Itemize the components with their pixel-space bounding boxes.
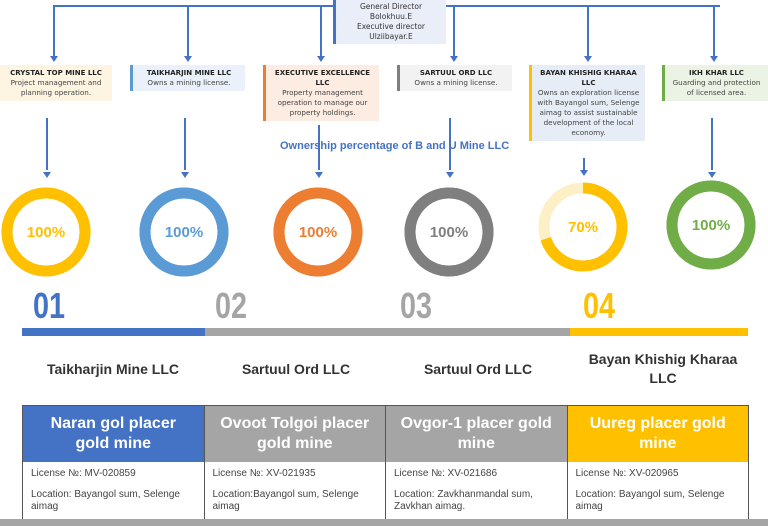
- connector-drop: [53, 5, 55, 57]
- connector-drop: [713, 5, 715, 57]
- step-number: 03: [400, 285, 433, 326]
- mine-column: Uureg placer gold mine License №: XV-020…: [567, 406, 748, 519]
- mine-title: Naran gol placer gold mine: [23, 406, 204, 462]
- arrow-down-icon: [584, 56, 592, 62]
- percent-label: 70%: [568, 219, 598, 236]
- subsidiary-description: Project management and planning operatio…: [10, 78, 102, 97]
- timeline-segment: [387, 328, 570, 336]
- mine-license: License №: XV-021935: [212, 468, 316, 479]
- director-name: Bolokhuu.E: [369, 12, 413, 21]
- arrow-down-icon: [50, 56, 58, 62]
- step-company: Sartuul Ord LLC: [423, 361, 533, 377]
- arrow-down-icon: [710, 56, 718, 62]
- step-number: 04: [583, 285, 616, 326]
- arrow-down-icon: [43, 172, 51, 178]
- subsidiary-box: IKH KHAR LLC Guarding and protection of …: [662, 65, 768, 101]
- timeline-segment: [570, 328, 748, 336]
- mine-license: License №: XV-021686: [394, 468, 498, 479]
- arrow-down-icon: [184, 56, 192, 62]
- mine-column: Naran gol placer gold mine License №: MV…: [23, 406, 205, 519]
- subsidiary-name: IKH KHAR LLC: [689, 69, 744, 77]
- mines-table: Naran gol placer gold mine License №: MV…: [22, 405, 749, 520]
- connector-line: [318, 125, 320, 170]
- director-box: General Director Bolokhuu.E Executive di…: [333, 0, 446, 44]
- director-title: General Director: [359, 2, 423, 11]
- subsidiary-name: TAIKHARJIN MINE LLC: [146, 69, 232, 77]
- subsidiary-name: CRYSTAL TOP MINE LLC: [10, 69, 102, 77]
- subsidiary-box: CRYSTAL TOP MINE LLC Project management …: [0, 65, 112, 101]
- ownership-title: Ownership percentage of B and U Mine LLC: [280, 140, 510, 152]
- step-company: Sartuul Ord LLC: [241, 361, 351, 377]
- percent-label: 100%: [165, 224, 203, 241]
- subsidiary-name: EXECUTIVE EXCELLENCE LLC: [274, 69, 371, 87]
- arrow-down-icon: [315, 172, 323, 178]
- mine-location: Location: Bayangol sum, Selenge aimag: [31, 489, 180, 512]
- percent-label: 100%: [27, 224, 65, 241]
- donut-fill: [538, 182, 628, 272]
- subsidiary-description: Owns a mining license.: [414, 78, 498, 87]
- percent-label: 100%: [692, 217, 730, 234]
- mine-location: Location: Zavkhanmandal sum, Zavkhan aim…: [394, 489, 533, 512]
- connector-line: [583, 158, 585, 170]
- connector-line: [184, 118, 186, 170]
- arrow-down-icon: [446, 172, 454, 178]
- connector-line: [449, 118, 451, 170]
- arrow-down-icon: [708, 172, 716, 178]
- subsidiary-box: TAIKHARJIN MINE LLC Owns a mining licens…: [130, 65, 245, 91]
- arrow-down-icon: [181, 172, 189, 178]
- subsidiary-name: SARTUUL ORD LLC: [419, 69, 493, 77]
- mine-title: Ovoot Tolgoi placer gold mine: [204, 406, 385, 462]
- step-company: Bayan Khishig Kharaa LLC: [588, 351, 738, 386]
- mine-title: Uureg placer gold mine: [567, 406, 748, 462]
- connector-line: [46, 118, 48, 170]
- connector-line: [711, 118, 713, 170]
- mine-column: Ovgor-1 placer gold mine License №: XV-0…: [386, 406, 568, 519]
- timeline-segment: [22, 328, 205, 336]
- mine-title: Ovgor-1 placer gold mine: [386, 406, 567, 462]
- connector-drop: [453, 5, 455, 57]
- donut-fill: [273, 187, 363, 277]
- percent-label: 100%: [430, 224, 468, 241]
- step-number: 01: [33, 285, 66, 326]
- arrow-down-icon: [317, 56, 325, 62]
- connector-drop: [187, 5, 189, 57]
- mine-column: Ovoot Tolgoi placer gold mine License №:…: [204, 406, 386, 519]
- subsidiary-box: SARTUUL ORD LLC Owns a mining license.: [397, 65, 512, 91]
- subsidiary-box: EXECUTIVE EXCELLENCE LLC Property manage…: [263, 65, 379, 121]
- bottom-bar: [0, 519, 768, 526]
- percent-label: 100%: [299, 224, 337, 241]
- step-company: Taikharjin Mine LLC: [47, 361, 179, 377]
- subsidiary-description: Owns an exploration license with Bayango…: [537, 88, 640, 137]
- executive-director-name: Ulziibayar.E: [369, 32, 413, 41]
- donut-fill: [1, 187, 91, 277]
- ownership-donuts: 100% 100% 100% 100% 70% 100%: [1, 180, 756, 277]
- arrow-down-icon: [450, 56, 458, 62]
- donut-fill: [139, 187, 229, 277]
- subsidiary-box: BAYAN KHISHIG KHARAA LLC Owns an explora…: [529, 65, 645, 141]
- mine-license: License №: MV-020859: [31, 468, 136, 479]
- arrow-down-icon: [580, 170, 588, 176]
- connector-drop: [587, 5, 589, 57]
- connector-drop: [320, 5, 322, 57]
- executive-director-title: Executive director: [356, 22, 425, 31]
- step-number: 02: [215, 285, 248, 326]
- subsidiary-description: Guarding and protection of licensed area…: [672, 78, 761, 97]
- timeline-segment: [205, 328, 387, 336]
- subsidiary-description: Property management operation to manage …: [277, 88, 368, 117]
- mine-license: License №: XV-020965: [575, 468, 679, 479]
- donut-fill: [404, 187, 494, 277]
- mine-location: Location: Bayangol sum, Selenge aimag: [575, 489, 725, 512]
- donut-fill: [666, 180, 756, 270]
- subsidiary-name: BAYAN KHISHIG KHARAA LLC: [540, 69, 637, 87]
- mine-location: Location:Bayangol sum, Selenge aimag: [212, 489, 359, 512]
- subsidiary-description: Owns a mining license.: [147, 78, 231, 87]
